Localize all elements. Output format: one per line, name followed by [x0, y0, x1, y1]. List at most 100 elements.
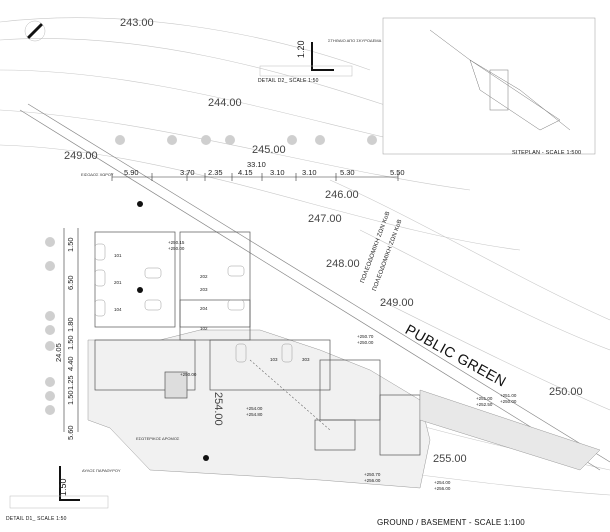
dimension-label: 1.50	[66, 335, 75, 350]
contour-line	[0, 38, 401, 111]
tree-symbol	[45, 261, 55, 271]
level-label: +250.70	[357, 334, 374, 339]
car-symbol	[144, 299, 162, 311]
ramp-line	[249, 359, 331, 431]
car-symbol	[94, 243, 106, 261]
room-label: 202	[200, 274, 208, 279]
contour-line	[0, 17, 371, 71]
car-symbol	[94, 269, 106, 287]
detail1-title: DETAIL D1_ SCALE 1:50	[6, 516, 67, 522]
contour-line	[0, 69, 441, 151]
level-label: +254.00	[434, 480, 451, 485]
level-label: +251.00	[476, 396, 493, 401]
room-label: 204	[200, 306, 208, 311]
contour-label: 247.00	[308, 213, 342, 225]
tree-symbol	[45, 237, 55, 247]
level-label: +252.50	[476, 402, 493, 407]
dimension-total: 33.10	[247, 160, 266, 169]
tree-symbol	[167, 135, 177, 145]
contour-label: 254.00	[212, 392, 224, 426]
contour-line	[359, 229, 610, 351]
note-text: ΣΤΗΘΑΙΟ ΑΠΟ ΣΚΥΡΟΔΕΜΑ	[328, 38, 382, 43]
level-label: +256.00	[434, 486, 451, 491]
dimension-label: 5.90	[124, 168, 139, 177]
contour-label: 246.00	[325, 189, 359, 201]
tree-symbol	[225, 135, 235, 145]
dimension-label: 2.35	[208, 168, 223, 177]
basement-outline	[94, 231, 176, 328]
siteplan-parcel	[469, 59, 561, 131]
dimension-label: 3.10	[302, 168, 317, 177]
contour-label: 255.00	[433, 453, 467, 465]
detail2-dimension: 1.20	[296, 40, 306, 58]
room-label: 102	[200, 326, 208, 331]
car-symbol	[144, 267, 162, 279]
siteplan-title: SITEPLAN - SCALE 1:500	[512, 150, 582, 156]
service-room	[314, 419, 356, 451]
north-arrow-circle	[24, 20, 46, 42]
room-label: 201	[114, 280, 122, 285]
room-label: 104	[114, 307, 122, 312]
contour-label: 245.00	[252, 144, 286, 156]
dimension-label: 4.15	[238, 168, 253, 177]
tree-symbol	[315, 135, 325, 145]
contour-label: 243.00	[120, 17, 154, 29]
tree-symbol	[45, 377, 55, 387]
level-label: +250.00	[357, 340, 374, 345]
level-label: +256.00	[364, 478, 381, 483]
dimension-label: 3.70	[180, 168, 195, 177]
contour-label: 249.00	[64, 150, 98, 162]
room-block-202	[179, 231, 251, 328]
contour-label: 244.00	[208, 97, 242, 109]
contour-line	[379, 299, 610, 411]
room-label: 303	[302, 357, 310, 362]
stair-core	[164, 371, 188, 399]
zone-boundary-line	[19, 109, 601, 471]
section-marker	[203, 455, 209, 461]
contour-label: 249.00	[380, 297, 414, 309]
dimension-label: 5.50	[390, 168, 405, 177]
contour-label: 250.00	[549, 386, 583, 398]
dimension-label: 5.30	[340, 168, 355, 177]
tree-symbol	[115, 135, 125, 145]
room-block-103	[209, 339, 331, 391]
section-marker	[137, 287, 143, 293]
tree-symbol	[367, 135, 377, 145]
contour-line	[0, 144, 521, 251]
tree-symbol	[45, 311, 55, 321]
room-label: 203	[200, 287, 208, 292]
north-arrow-icon	[26, 22, 44, 40]
tree-symbol	[45, 341, 55, 351]
contour-line	[329, 179, 610, 321]
contour-label: 248.00	[326, 258, 360, 270]
level-label: +250.15	[168, 240, 185, 245]
dimension-label: 6.50	[66, 275, 75, 290]
room-label: 101	[114, 253, 122, 258]
tree-symbol	[201, 135, 211, 145]
dimension-label: 4.40	[66, 356, 75, 371]
section-marker	[137, 201, 143, 207]
dimension-label: 5.60	[66, 425, 75, 440]
tree-symbol	[45, 391, 55, 401]
tree-symbol	[287, 135, 297, 145]
terrace-block	[379, 394, 421, 456]
note-text: ΑΥΛΟΣ ΠΑΡΑΘΥΡΟΥ	[82, 468, 121, 473]
level-label: +250.00	[500, 399, 517, 404]
car-symbol	[281, 343, 293, 363]
dimension-total-side: 24.05	[54, 343, 63, 362]
detail2-section	[311, 42, 334, 71]
detail2-title: DETAIL D2_ SCALE 1:50	[258, 78, 319, 84]
car-symbol	[94, 299, 106, 317]
note-text: ΕΣΩΤΕΡΙΚΟΣ ΔΡΟΜΟΣ	[136, 436, 180, 441]
main-drawing-title: GROUND / BASEMENT - SCALE 1:100	[377, 518, 525, 527]
level-label: +251.00	[500, 393, 517, 398]
level-label: +250.70	[364, 472, 381, 477]
room-block-lower	[94, 339, 196, 391]
level-label: +250.00	[168, 246, 185, 251]
detail1-section	[59, 466, 80, 501]
car-symbol	[227, 299, 245, 311]
car-symbol	[227, 265, 245, 277]
level-label: +254.80	[246, 412, 263, 417]
